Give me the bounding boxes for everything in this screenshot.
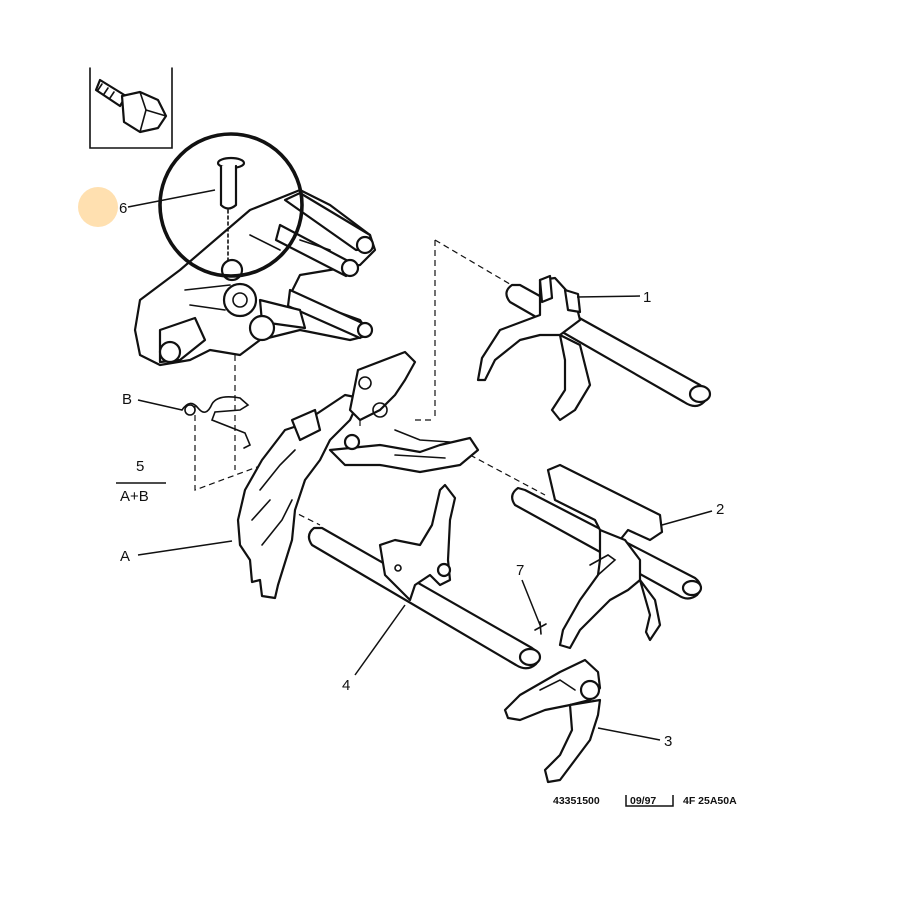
- fork-1: [476, 274, 712, 422]
- footer-ref-number: 43351500: [553, 795, 600, 807]
- footer-date-box: [625, 795, 674, 807]
- bolt-icon: [94, 78, 168, 134]
- interlock-plate: [328, 429, 480, 474]
- label-2: 2: [716, 501, 724, 518]
- selector-housing: [133, 188, 377, 367]
- label-6: 6: [119, 200, 127, 217]
- label-3: 3: [664, 733, 672, 750]
- pin-7-marker: [534, 621, 547, 635]
- fork-A: [236, 350, 417, 600]
- leader-lines: [116, 189, 713, 741]
- label-5: 5: [136, 458, 144, 475]
- label-7: 7: [516, 562, 524, 579]
- bolt-inset: [89, 67, 173, 149]
- label-A: A: [120, 548, 130, 565]
- label-1: 1: [643, 289, 651, 306]
- footer-date: 09/97: [630, 795, 656, 807]
- shaft-4: [307, 483, 542, 670]
- fork-3: [503, 658, 602, 784]
- pin-part: [216, 156, 246, 263]
- fork-2: [511, 463, 703, 650]
- spring-B: [181, 396, 252, 449]
- footer-code: 4F 25A50A: [683, 795, 737, 807]
- label-B: B: [122, 391, 132, 408]
- zoom-circle: [158, 132, 304, 278]
- label-5-sub: A+B: [120, 488, 149, 505]
- label-4: 4: [342, 677, 350, 694]
- highlight-circle: [78, 187, 118, 227]
